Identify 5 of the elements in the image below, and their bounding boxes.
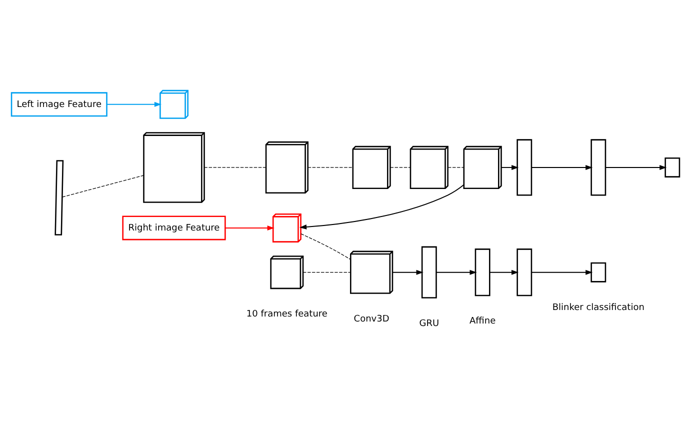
node-label: GRU [419,319,440,330]
node-label: Blinker classification [552,303,644,314]
label: Affine [470,316,496,327]
node-label: 10 frames feature [246,310,328,320]
node-label: Conv3D [354,314,390,325]
